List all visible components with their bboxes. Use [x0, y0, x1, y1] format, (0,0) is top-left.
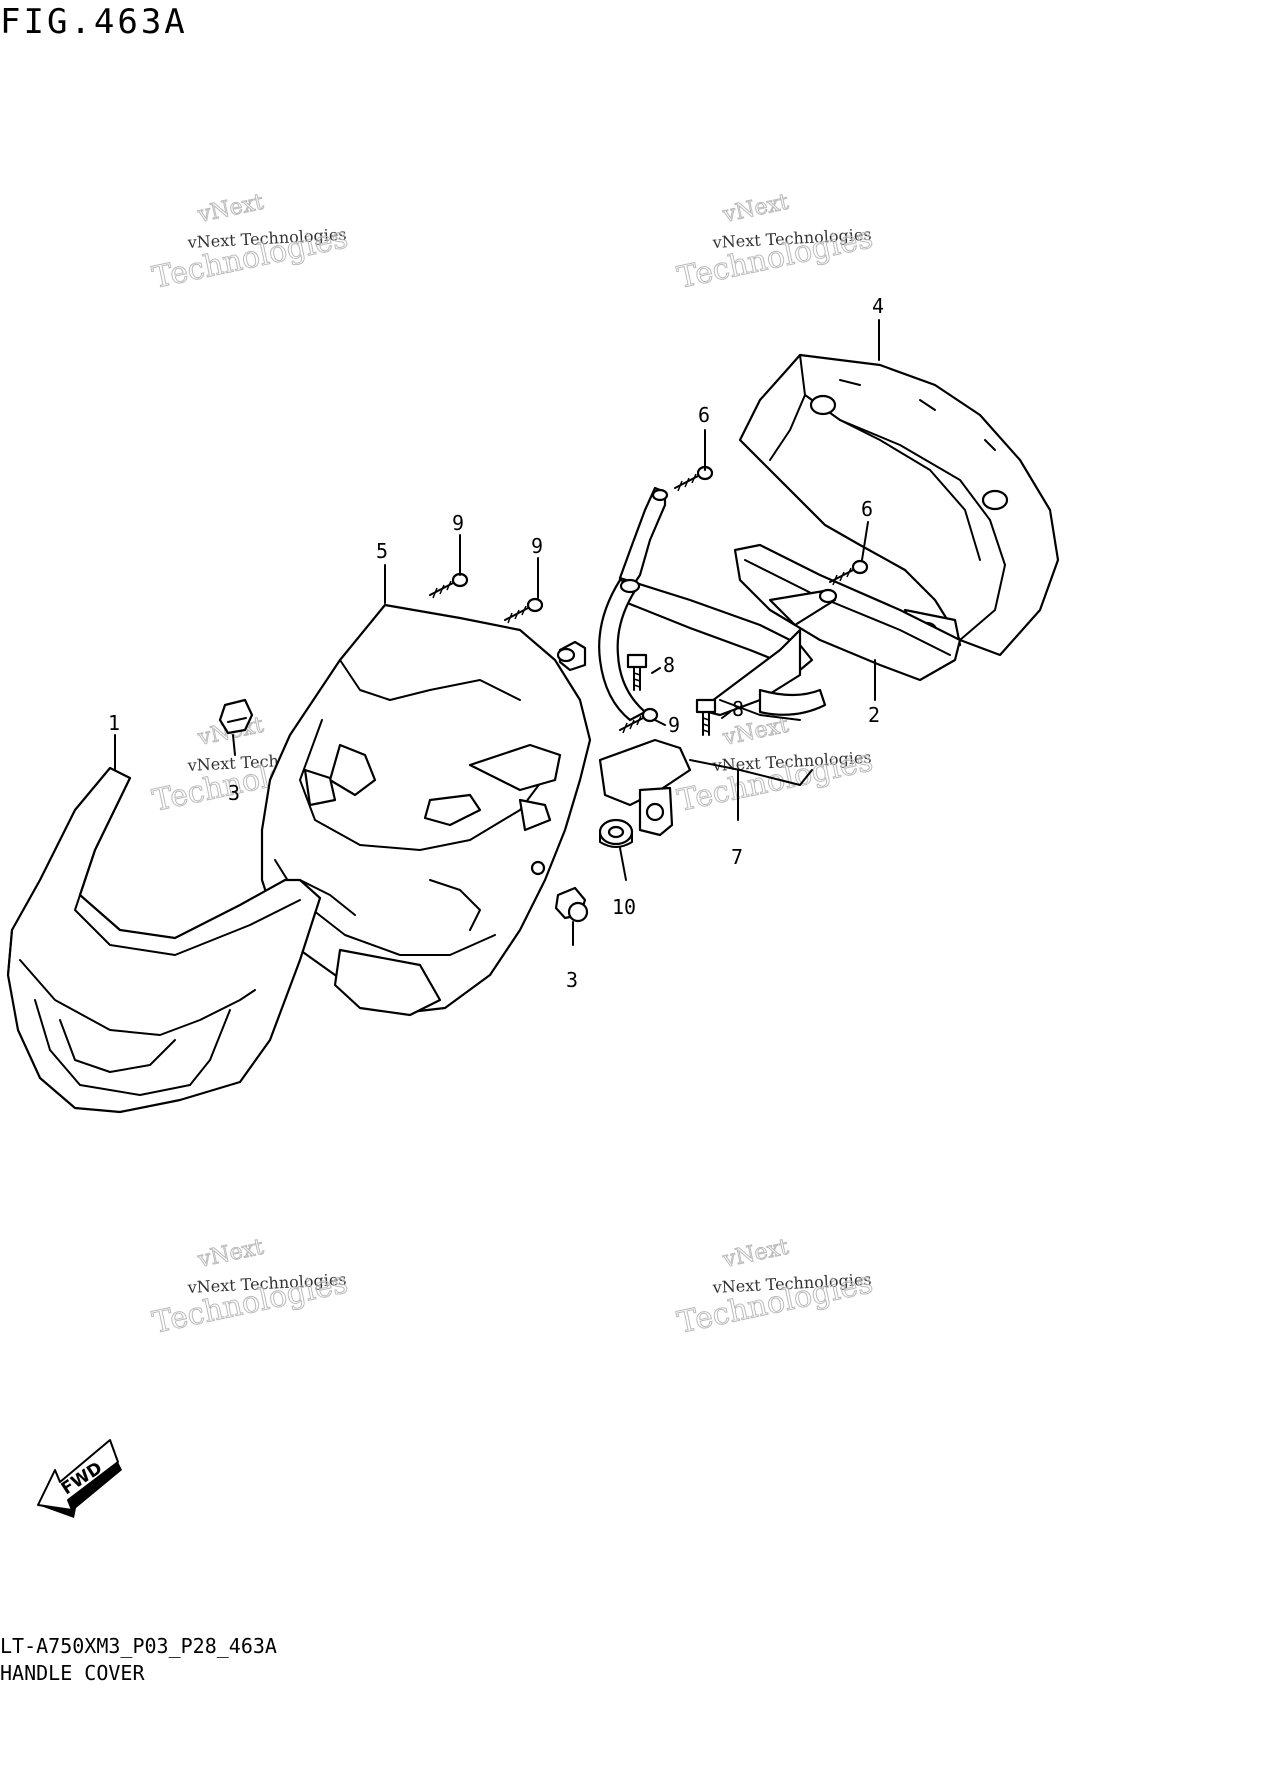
fwd-arrow-icon: FWD — [37, 1439, 122, 1518]
watermark-top-right: vNext vNext Technologies Technologies — [674, 189, 876, 296]
screw-9b — [504, 597, 544, 624]
watermark-bottom-right: vNext vNext Technologies Technologies — [674, 1234, 876, 1341]
figure-title: FIG.463A — [0, 2, 188, 42]
screw-9a — [429, 572, 469, 599]
part-5-headlight-housing — [260, 603, 592, 1017]
callout-7: 7 — [731, 845, 743, 869]
screw-6b — [829, 559, 869, 586]
callout-2: 2 — [868, 703, 880, 727]
bolt-8a — [626, 653, 648, 691]
watermark-line1: vNext — [720, 190, 791, 228]
callout-3b: 3 — [566, 968, 578, 992]
callout-8a: 8 — [663, 653, 675, 677]
figure-code: LT-A750XM3_P03_P28_463A — [0, 1634, 277, 1658]
callout-10: 10 — [612, 895, 636, 919]
callout-1: 1 — [108, 711, 120, 735]
grommet-10 — [598, 818, 634, 848]
clip-3a — [218, 698, 254, 735]
part-1-front-cover — [6, 766, 322, 1114]
figure-name: HANDLE COVER — [0, 1661, 145, 1685]
callout-9c: 9 — [668, 713, 680, 737]
callout-8b: 8 — [732, 697, 744, 721]
part-7-bracket — [556, 486, 838, 837]
watermark-line1: vNext — [720, 1235, 791, 1273]
bolt-8b — [695, 698, 717, 736]
callout-3a: 3 — [228, 781, 240, 805]
leader-lines — [114, 319, 880, 946]
watermark-line1: vNext — [195, 1235, 266, 1273]
screw-9c — [619, 707, 659, 734]
watermark-mid-right: vNext vNext Technologies Technologies — [674, 712, 876, 819]
callout-6b: 6 — [861, 497, 873, 521]
callout-9b: 9 — [531, 534, 543, 558]
callout-9a: 9 — [452, 511, 464, 535]
watermark-line1: vNext — [195, 190, 266, 228]
callout-labels: 1 2 3 3 4 5 6 6 7 8 8 9 9 9 10 — [108, 294, 884, 992]
watermark-bottom-left: vNext vNext Technologies Technologies — [149, 1234, 351, 1341]
callout-5: 5 — [376, 539, 388, 563]
clip-3b — [554, 886, 589, 923]
callout-4: 4 — [872, 294, 884, 318]
watermark-top-left: vNext vNext Technologies Technologies — [149, 189, 351, 296]
part-2-lower-panel — [733, 543, 962, 682]
callout-6a: 6 — [698, 403, 710, 427]
screw-6a — [674, 465, 714, 492]
